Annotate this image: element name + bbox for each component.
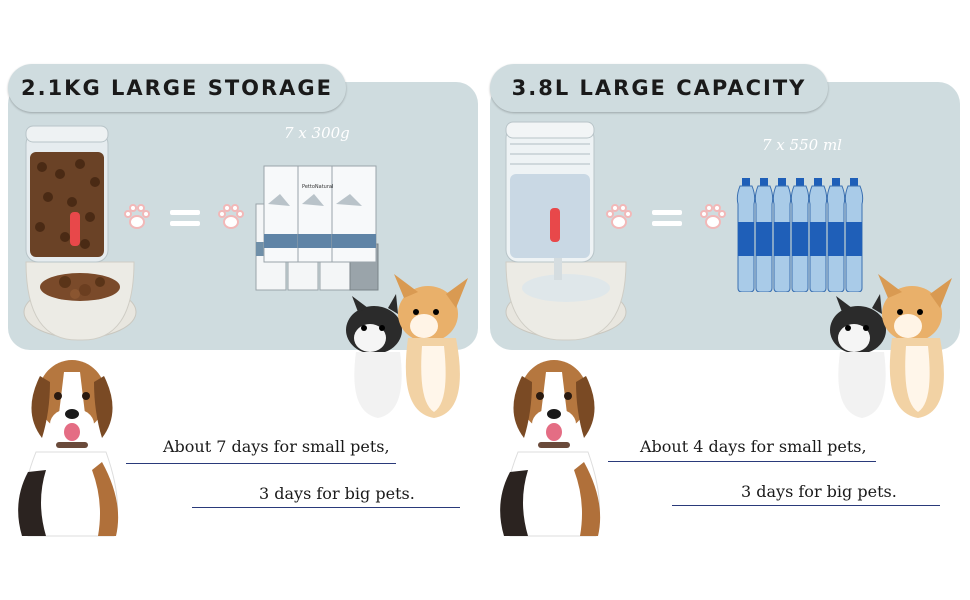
water-pack-label: 7 x 550 ml — [762, 136, 842, 154]
food-pack-label: 7 x 300g — [284, 124, 350, 142]
underline — [192, 507, 460, 508]
water-capacity-title: 3.8L LARGE CAPACITY — [490, 64, 828, 112]
food-caption-small-pets: About 7 days for small pets, — [163, 437, 390, 456]
food-caption-big-pets: 3 days for big pets. — [259, 484, 415, 503]
beagle-image — [18, 360, 119, 537]
beagle-image — [500, 360, 601, 537]
puppies-image — [346, 274, 468, 418]
paw-icon — [700, 204, 726, 229]
underline — [672, 505, 940, 506]
equals-icon — [652, 210, 682, 228]
water-caption-big-pets: 3 days for big pets. — [741, 482, 897, 501]
puppies-image — [830, 274, 952, 418]
water-dispenser-image — [505, 121, 627, 341]
food-bag-brand: PettoNatural — [302, 184, 334, 190]
equals-icon — [170, 210, 200, 228]
paw-icon — [218, 204, 244, 229]
underline — [126, 463, 396, 464]
underline — [608, 461, 876, 462]
paw-icon — [124, 204, 150, 229]
paw-icon — [606, 204, 632, 229]
food-dispenser-image — [23, 125, 137, 341]
food-storage-title: 2.1KG LARGE STORAGE — [8, 64, 346, 112]
food-bags-image: PettoNatural — [254, 164, 380, 292]
water-bottles-image — [736, 178, 864, 292]
water-caption-small-pets: About 4 days for small pets, — [640, 437, 867, 456]
